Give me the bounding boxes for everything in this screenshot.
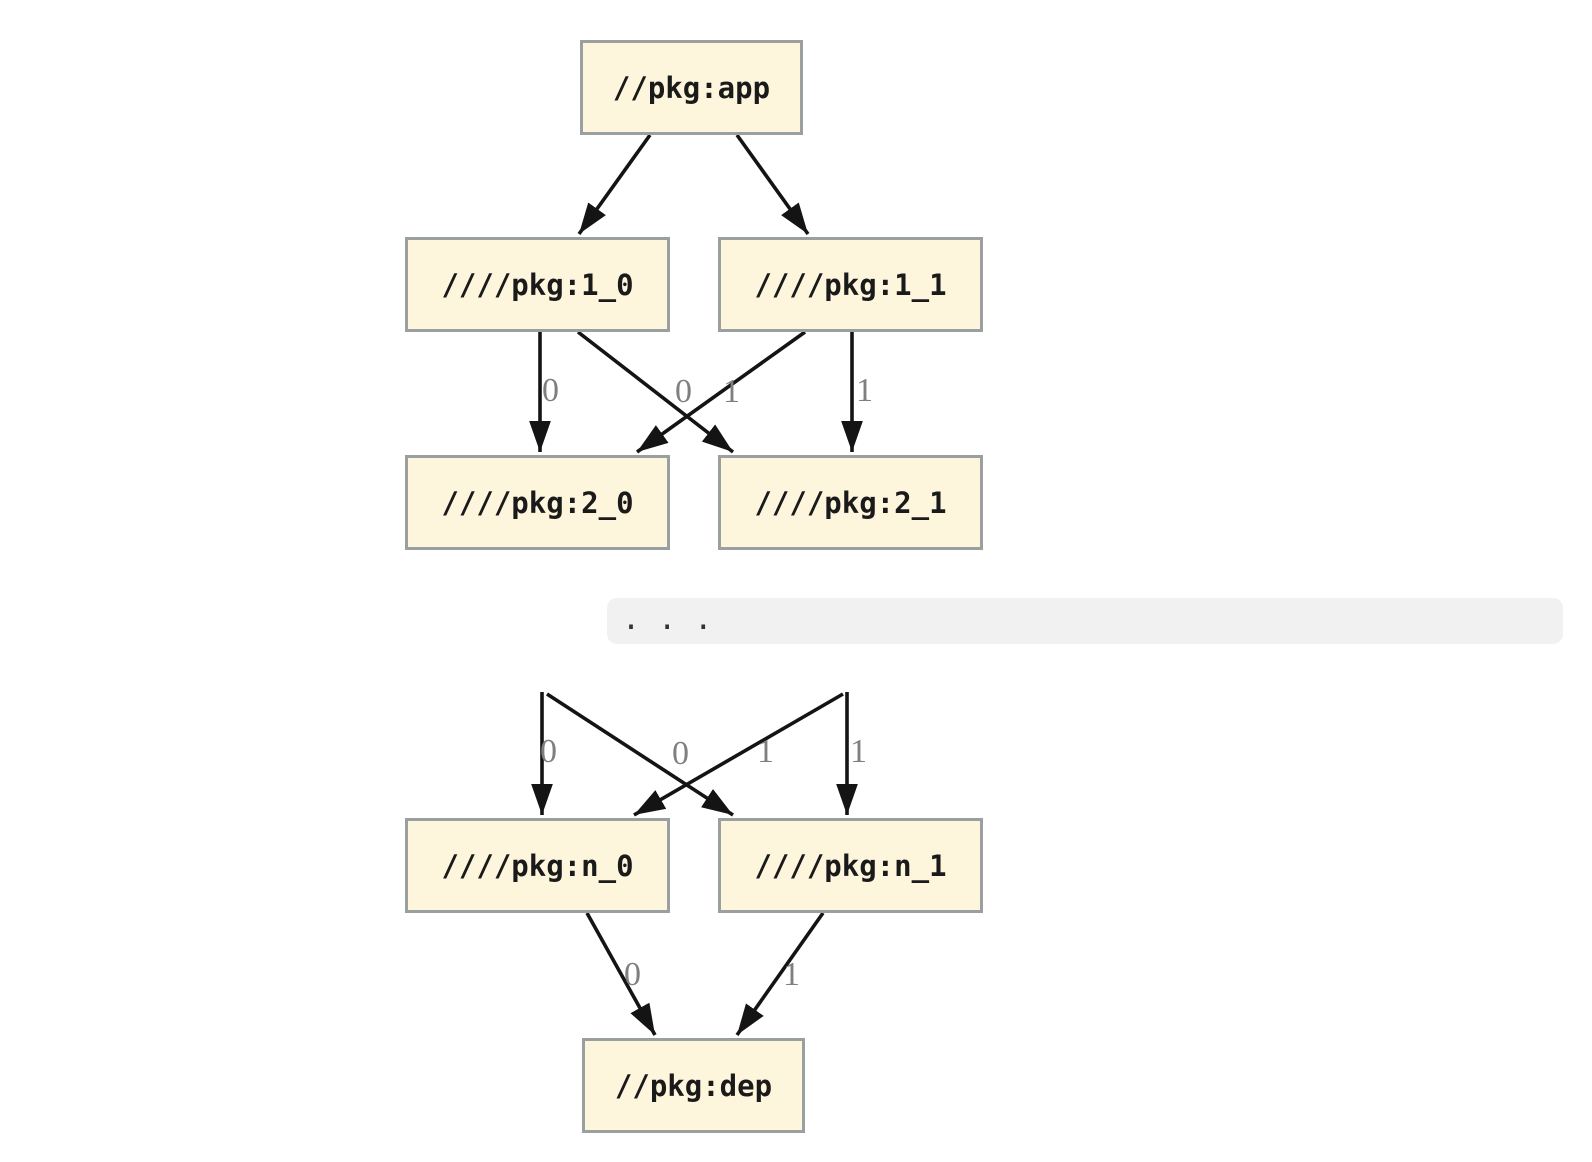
node-pkg-app: //pkg:app — [580, 40, 803, 135]
edge-app-to-1_0 — [577, 133, 652, 236]
node-pkg-1_0: ////pkg:1_0 — [405, 237, 670, 332]
edge-1_1-to-2_0 — [635, 330, 807, 454]
edge-label-1_0-2_1: 1 — [723, 373, 740, 410]
edge-label-1_1-2_0: 0 — [675, 373, 692, 410]
edge-label-ellipsis-n_1-diagonal: 1 — [757, 733, 774, 770]
node-pkg-dep: //pkg:dep — [582, 1038, 805, 1133]
edge-n_0-to-dep — [585, 912, 657, 1036]
edge-label-1_0-2_0: 0 — [542, 372, 559, 409]
edge-label-n_1-dep: 1 — [783, 956, 800, 993]
edge-label-ellipsis-n_1-vertical: 1 — [850, 733, 867, 770]
edge-label-n_0-dep: 0 — [624, 956, 641, 993]
edge-app-to-1_1 — [735, 133, 810, 236]
edge-ellipsis-to-n_1-diagonal — [546, 692, 734, 817]
edge-1_0-to-2_1 — [576, 330, 735, 454]
node-pkg-n_0: ////pkg:n_0 — [405, 818, 670, 913]
edge-ellipsis-to-n_0-diagonal — [633, 692, 844, 817]
ellipsis-code-bar: . . . — [607, 598, 1563, 644]
edge-label-ellipsis-n_0-vertical: 0 — [540, 733, 557, 770]
node-pkg-2_1: ////pkg:2_1 — [718, 455, 983, 550]
node-pkg-2_0: ////pkg:2_0 — [405, 455, 670, 550]
edge-label-ellipsis-n_0-diagonal: 0 — [672, 735, 689, 772]
edge-label-1_1-2_1: 1 — [856, 372, 873, 409]
node-pkg-1_1: ////pkg:1_1 — [718, 237, 983, 332]
node-pkg-n_1: ////pkg:n_1 — [718, 818, 983, 913]
edge-n_1-to-dep — [735, 911, 825, 1037]
